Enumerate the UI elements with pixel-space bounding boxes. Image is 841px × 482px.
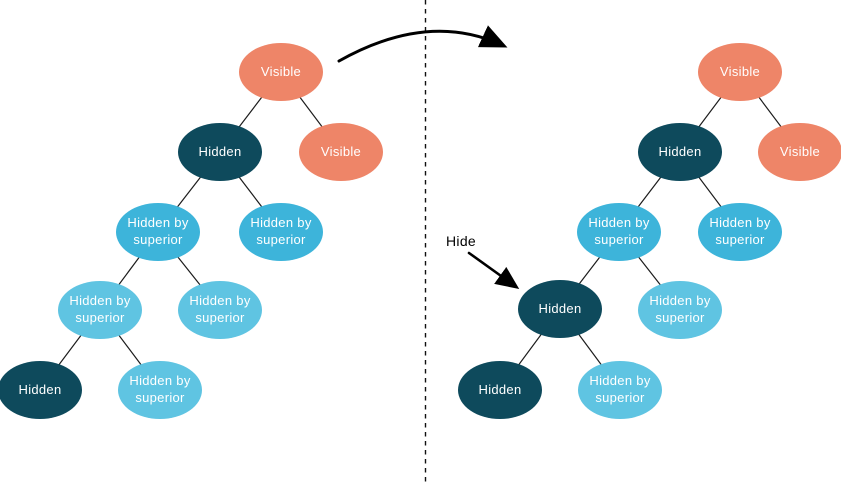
- hide-arrow: [467, 251, 520, 290]
- tree-node-before-l4-right: Hidden by superior: [178, 281, 262, 339]
- tree-node-after-l5-left: Hidden: [458, 361, 542, 419]
- tree-node-before-l2-right: Visible: [299, 123, 383, 181]
- tree-node-before-l3-left: Hidden by superior: [116, 203, 200, 261]
- tree-node-before-root: Visible: [239, 43, 323, 101]
- tree-node-after-l3-right: Hidden by superior: [698, 203, 782, 261]
- tree-node-after-l2-left: Hidden: [638, 123, 722, 181]
- tree-node-after-root: Visible: [698, 43, 782, 101]
- tree-node-before-l4-left: Hidden by superior: [58, 281, 142, 339]
- tree-node-after-l3-left: Hidden by superior: [577, 203, 661, 261]
- tree-node-after-l2-right: Visible: [758, 123, 841, 181]
- transition-arrow: [337, 25, 508, 63]
- hide-annotation-label: Hide: [446, 233, 476, 249]
- tree-node-after-l4-right: Hidden by superior: [638, 281, 722, 339]
- tree-node-after-l4-left: Hidden: [518, 280, 602, 338]
- tree-node-before-l2-left: Hidden: [178, 123, 262, 181]
- tree-node-before-l3-right: Hidden by superior: [239, 203, 323, 261]
- tree-node-before-l5-right: Hidden by superior: [118, 361, 202, 419]
- tree-node-after-l5-right: Hidden by superior: [578, 361, 662, 419]
- tree-node-before-l5-left: Hidden: [0, 361, 82, 419]
